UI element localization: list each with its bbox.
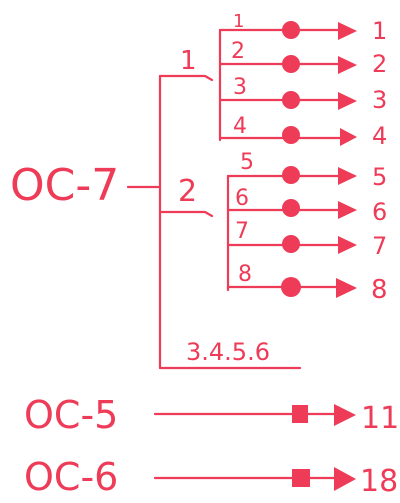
branch-2-arrow — [338, 56, 357, 74]
branch-7-node — [282, 235, 300, 253]
branch-6-arrow — [338, 201, 357, 219]
branch-5: 5 5 — [226, 150, 387, 191]
branch-4: 4 4 — [218, 114, 387, 150]
oc-6-output: 18 — [360, 464, 398, 499]
oc-6-node — [292, 469, 310, 487]
branch-7-arrow — [338, 236, 357, 254]
branch-7: 7 7 — [226, 219, 387, 260]
oc-6-line: OC-6 18 — [24, 455, 398, 499]
branch-5-arrow — [338, 167, 357, 185]
oc-5-label: OC-5 — [24, 393, 118, 437]
branch-8-arrow — [336, 278, 357, 298]
oc-5-output: 11 — [361, 401, 399, 436]
oc-6-label: OC-6 — [24, 455, 118, 499]
branch-4-output: 4 — [372, 122, 387, 150]
branch-8: 8 8 — [226, 262, 388, 305]
branch-2-node — [282, 55, 300, 73]
branch-6-node — [282, 199, 300, 217]
branch-1-label: 1 — [233, 11, 244, 32]
branch-6: 6 6 — [226, 186, 387, 226]
oc-5-line: OC-5 11 — [24, 393, 399, 437]
root-label: OC-7 — [10, 160, 119, 211]
branch-3-node — [282, 91, 300, 109]
oc-6-arrow — [334, 467, 356, 491]
group-1-label: 1 — [180, 46, 197, 76]
oc-5-node — [292, 405, 308, 423]
branch-1-output: 1 — [372, 17, 387, 45]
branch-2-output: 2 — [372, 50, 387, 78]
branch-2-label: 2 — [231, 39, 245, 64]
group-1-connector — [158, 74, 214, 82]
branch-4-node — [282, 126, 300, 144]
branch-3: 3 3 — [218, 75, 387, 114]
branch-8-node — [281, 277, 301, 297]
branch-8-label: 8 — [238, 262, 252, 287]
branch-3-output: 3 — [372, 86, 387, 114]
branch-8-output: 8 — [371, 275, 388, 305]
branch-4-label: 4 — [233, 114, 247, 139]
group-2-connector — [158, 210, 214, 218]
branch-6-label: 6 — [235, 186, 249, 211]
branch-1: 1 1 — [218, 11, 387, 45]
branch-7-label: 7 — [235, 219, 249, 244]
branch-1-arrow — [338, 22, 357, 40]
branch-7-output: 7 — [372, 232, 387, 260]
oc-5-arrow — [334, 404, 356, 426]
branch-5-label: 5 — [240, 150, 254, 175]
branch-1-node — [282, 21, 300, 39]
group-2-label: 2 — [178, 174, 197, 209]
extra-branch-label: 3.4.5.6 — [186, 338, 270, 366]
branch-6-output: 6 — [372, 198, 387, 226]
branch-3-label: 3 — [233, 75, 247, 100]
branch-5-output: 5 — [372, 163, 387, 191]
branch-3-arrow — [338, 92, 357, 110]
branch-5-node — [282, 166, 300, 184]
branch-4-arrow — [340, 128, 357, 146]
branch-2: 2 2 — [218, 39, 387, 78]
